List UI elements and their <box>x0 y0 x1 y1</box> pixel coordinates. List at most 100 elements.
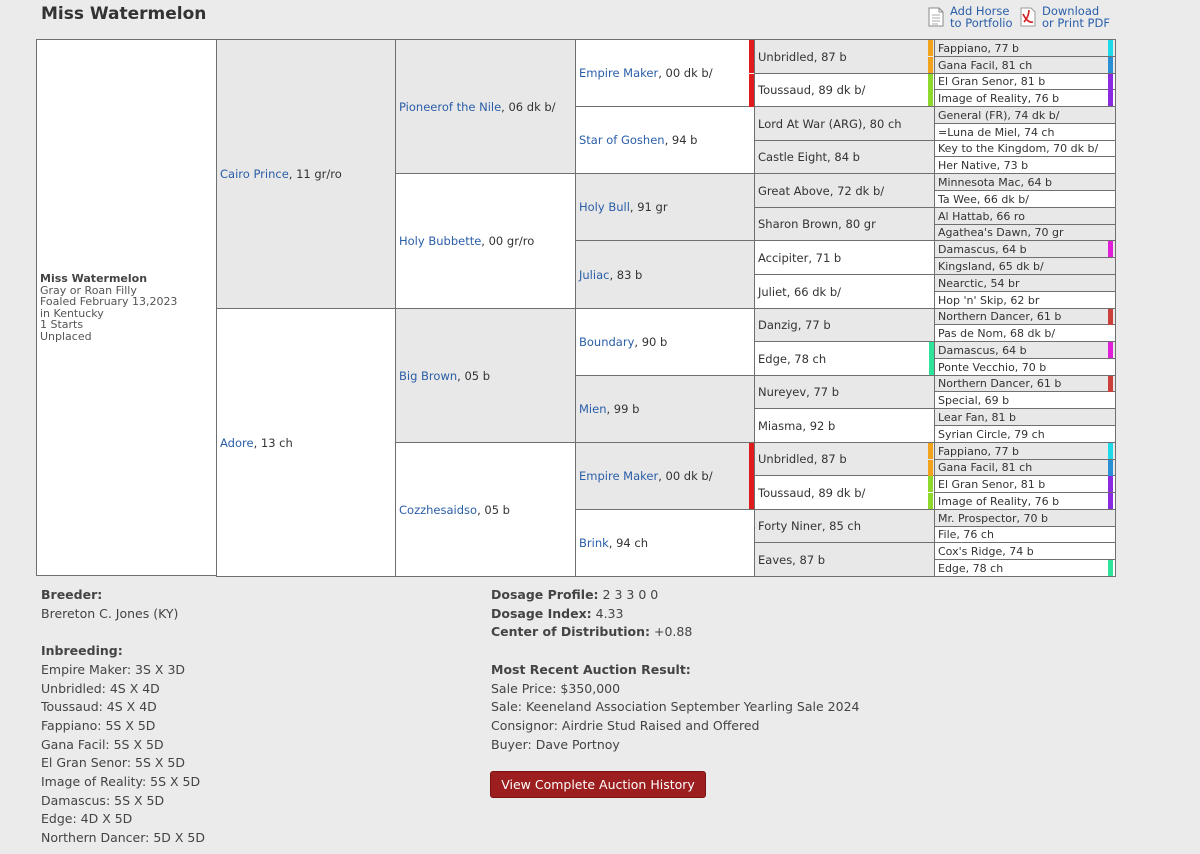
grandparent-cell[interactable]: Cozzhesaidso, 05 b <box>395 442 576 577</box>
horse-link[interactable]: Cairo Prince <box>220 167 289 181</box>
horse-link[interactable]: Adore <box>220 435 254 450</box>
horse-link[interactable]: Cozzhesaidso <box>399 502 478 517</box>
gen5-ancestor-cell[interactable]: Gana Facil, 81 ch <box>934 56 1116 74</box>
sire-dam-cell[interactable]: Adore, 13 ch <box>216 308 396 577</box>
horse-link[interactable]: Empire Maker <box>579 469 659 483</box>
gen5-ancestor-cell[interactable]: Her Native, 73 b <box>934 156 1116 174</box>
sire-dam-cell[interactable]: Cairo Prince, 11 gr/ro <box>216 39 396 309</box>
gen3-ancestor-cell[interactable]: Brink, 94 ch <box>575 509 755 577</box>
gen5-ancestor-cell[interactable]: Fappiano, 77 b <box>934 39 1116 57</box>
horse-link[interactable]: Holy Bull <box>579 200 630 214</box>
gen5-ancestor-cell[interactable]: Ta Wee, 66 dk b/ <box>934 190 1116 208</box>
gen5-ancestor-cell[interactable]: Edge, 78 ch <box>934 559 1116 577</box>
gen3-ancestor-cell[interactable]: Boundary, 90 b <box>575 308 755 376</box>
horse-link[interactable]: Brink <box>579 536 609 550</box>
grandparent-cell[interactable]: Holy Bubbette, 00 gr/ro <box>395 173 576 309</box>
horse-entry: Ta Wee, 66 dk b/ <box>938 192 1029 206</box>
gen4-ancestor-cell[interactable]: Toussaud, 89 dk b/ <box>754 475 935 510</box>
horse-year-color: , 94 ch <box>608 536 648 550</box>
gen5-ancestor-cell[interactable]: Image of Reality, 76 b <box>934 492 1116 510</box>
inbreeding-marker <box>1108 560 1113 576</box>
gen5-ancestor-cell[interactable]: Cox's Ridge, 74 b <box>934 542 1116 560</box>
view-auction-history-button[interactable]: View Complete Auction History <box>490 771 706 798</box>
dosage-profile: Dosage Profile: 2 3 3 0 0 <box>491 587 659 602</box>
gen5-ancestor-cell[interactable]: Damascus, 64 b <box>934 341 1116 359</box>
gen3-ancestor-cell[interactable]: Star of Goshen, 94 b <box>575 106 755 174</box>
gen4-ancestor-cell[interactable]: Juliet, 66 dk b/ <box>754 274 935 309</box>
gen3-ancestor-cell[interactable]: Juliac, 83 b <box>575 240 755 309</box>
gen5-ancestor-cell[interactable]: Syrian Circle, 79 ch <box>934 425 1116 443</box>
gen5-ancestor-cell[interactable]: Image of Reality, 76 b <box>934 89 1116 107</box>
gen5-ancestor-cell[interactable]: Gana Facil, 81 ch <box>934 459 1116 476</box>
inbreeding-marker <box>749 74 754 107</box>
gen3-ancestor-cell[interactable]: Holy Bull, 91 gr <box>575 173 755 241</box>
gen4-ancestor-cell[interactable]: Castle Eight, 84 b <box>754 140 935 174</box>
gen5-ancestor-cell[interactable]: Damascus, 64 b <box>934 240 1116 258</box>
horse-entry: Nearctic, 54 br <box>938 276 1020 290</box>
gen4-ancestor-cell[interactable]: Sharon Brown, 80 gr <box>754 207 935 241</box>
inbreeding-item: Edge: 4D X 5D <box>41 811 133 827</box>
horse-link[interactable]: Boundary <box>579 335 635 349</box>
gen5-ancestor-cell[interactable]: Pas de Nom, 68 dk b/ <box>934 324 1116 342</box>
gen5-ancestor-cell[interactable]: Kingsland, 65 dk b/ <box>934 257 1116 275</box>
gen3-ancestor-cell[interactable]: Empire Maker, 00 dk b/ <box>575 442 755 510</box>
gen5-ancestor-cell[interactable]: El Gran Senor, 81 b <box>934 475 1116 493</box>
horse-entry: Fappiano, 77 b <box>938 444 1019 458</box>
gen3-ancestor-cell[interactable]: Empire Maker, 00 dk b/ <box>575 39 755 107</box>
horse-link[interactable]: Juliac <box>579 267 610 282</box>
gen5-ancestor-cell[interactable]: Northern Dancer, 61 b <box>934 308 1116 325</box>
gen5-ancestor-cell[interactable]: Special, 69 b <box>934 391 1116 409</box>
horse-link[interactable]: Pioneerof the Nile <box>399 99 502 114</box>
gen5-ancestor-cell[interactable]: Minnesota Mac, 64 b <box>934 173 1116 191</box>
horse-link[interactable]: Mien <box>579 402 607 416</box>
gen5-ancestor-cell[interactable]: File, 76 ch <box>934 526 1116 543</box>
gen5-ancestor-cell[interactable]: Northern Dancer, 61 b <box>934 375 1116 392</box>
gen5-ancestor-cell[interactable]: Agathea's Dawn, 70 gr <box>934 224 1116 241</box>
gen4-ancestor-cell[interactable]: Lord At War (ARG), 80 ch <box>754 106 935 141</box>
gen5-ancestor-cell[interactable]: Hop 'n' Skip, 62 br <box>934 291 1116 309</box>
gen5-ancestor-cell[interactable]: Fappiano, 77 b <box>934 442 1116 460</box>
gen4-ancestor-cell[interactable]: Unbridled, 87 b <box>754 39 935 74</box>
gen3-ancestor-cell[interactable]: Mien, 99 b <box>575 375 755 443</box>
horse-entry: El Gran Senor, 81 b <box>938 75 1046 88</box>
gen5-ancestor-cell[interactable]: =Luna de Miel, 74 ch <box>934 123 1116 141</box>
gen4-ancestor-cell[interactable]: Miasma, 92 b <box>754 408 935 443</box>
grandparent-cell[interactable]: Pioneerof the Nile, 06 dk b/ <box>395 39 576 174</box>
gen5-ancestor-cell[interactable]: El Gran Senor, 81 b <box>934 73 1116 90</box>
horse-entry: Ponte Vecchio, 70 b <box>938 360 1047 374</box>
horse-link[interactable]: Big Brown <box>399 368 458 383</box>
horse-entry: Special, 69 b <box>938 393 1010 407</box>
horse-entry: Northern Dancer, 61 b <box>938 377 1062 390</box>
horse-year-color: , 11 gr/ro <box>288 167 342 181</box>
horse-link[interactable]: Empire Maker <box>579 66 659 80</box>
gen5-ancestor-cell[interactable]: Lear Fan, 81 b <box>934 408 1116 426</box>
gen4-ancestor-cell[interactable]: Toussaud, 89 dk b/ <box>754 73 935 107</box>
gen5-ancestor-cell[interactable]: General (FR), 74 dk b/ <box>934 106 1116 124</box>
grandparent-cell[interactable]: Big Brown, 05 b <box>395 308 576 443</box>
horse-link[interactable]: Holy Bubbette <box>399 234 482 248</box>
horse-link[interactable]: Star of Goshen <box>579 133 665 147</box>
gen4-ancestor-cell[interactable]: Danzig, 77 b <box>754 308 935 342</box>
inbreeding-marker <box>928 460 933 476</box>
gen4-ancestor-cell[interactable]: Eaves, 87 b <box>754 542 935 577</box>
gen5-ancestor-cell[interactable]: Key to the Kingdom, 70 dk b/ <box>934 140 1116 157</box>
inbreeding-marker <box>749 476 754 509</box>
gen4-ancestor-cell[interactable]: Unbridled, 87 b <box>754 442 935 476</box>
gen5-ancestor-cell[interactable]: Nearctic, 54 br <box>934 274 1116 292</box>
auction-line: Sale Price: $350,000 <box>491 680 621 696</box>
gen4-ancestor-cell[interactable]: Edge, 78 ch <box>754 341 935 376</box>
horse-entry: Gana Facil, 81 ch <box>938 58 1033 72</box>
gen5-ancestor-cell[interactable]: Mr. Prospector, 70 b <box>934 509 1116 527</box>
gen5-ancestor-cell[interactable]: Al Hattab, 66 ro <box>934 207 1116 225</box>
horse-entry: Edge, 78 ch <box>758 351 827 366</box>
gen4-ancestor-cell[interactable]: Nureyev, 77 b <box>754 375 935 409</box>
gen5-ancestor-cell[interactable]: Ponte Vecchio, 70 b <box>934 358 1116 376</box>
gen4-ancestor-cell[interactable]: Forty Niner, 85 ch <box>754 509 935 543</box>
gen4-ancestor-cell[interactable]: Accipiter, 71 b <box>754 240 935 275</box>
gen4-ancestor-cell[interactable]: Great Above, 72 dk b/ <box>754 173 935 208</box>
horse-year-color: , 05 b <box>477 502 510 517</box>
